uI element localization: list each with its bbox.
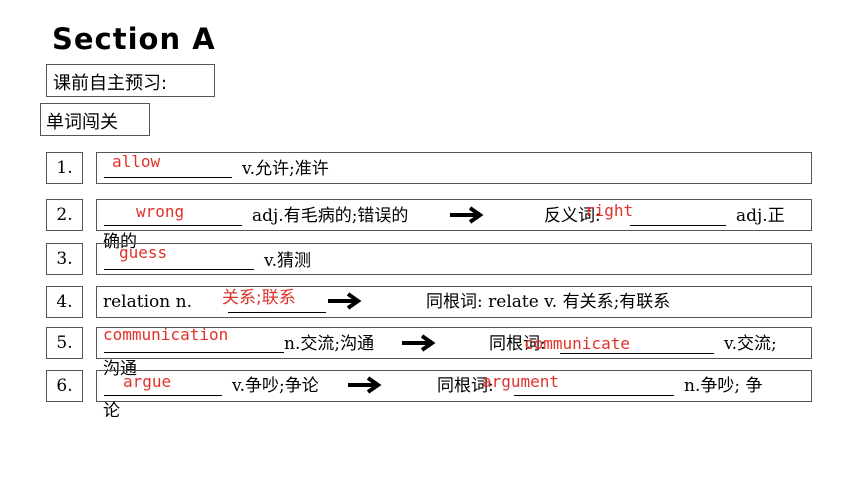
section-title: Section A	[52, 22, 216, 56]
answer-text: right	[585, 201, 634, 220]
answer-blank	[560, 335, 714, 354]
answer-text: argue	[123, 372, 172, 391]
item-number: 4.	[46, 286, 83, 318]
answer-blank	[228, 294, 326, 313]
vocab-label: 单词闯关	[40, 103, 150, 136]
related-label: 同根词:	[437, 376, 494, 396]
definition-text: adj.有毛病的;错误的	[252, 206, 409, 226]
word-text: relation n.	[103, 292, 192, 312]
related-word-text: 同根词: relate v. 有关系;有联系	[426, 292, 671, 312]
answer-blank	[104, 377, 222, 396]
vocab-row-5	[96, 327, 812, 359]
item-number: 5.	[46, 327, 83, 359]
item-number: 2.	[46, 199, 83, 231]
definition-text: v.猜测	[264, 251, 311, 271]
arrow-right-icon	[328, 292, 362, 310]
answer-blank	[104, 251, 254, 270]
definition-wrap: 确的	[103, 232, 137, 252]
definition-text: n.交流;沟通	[284, 334, 375, 354]
vocab-row-2	[96, 199, 812, 231]
definition-text: v.交流;	[724, 334, 777, 354]
answer-text: wrong	[136, 202, 185, 221]
answer-blank	[630, 207, 726, 226]
definition-wrap: 沟通	[103, 359, 137, 379]
definition-text: n.争吵; 争	[684, 376, 763, 396]
definition-text: adj.正	[736, 206, 785, 226]
item-number: 6.	[46, 370, 83, 402]
vocab-row-6	[96, 370, 812, 402]
arrow-right-icon	[402, 334, 436, 352]
vocab-row-3	[96, 243, 812, 275]
definition-text: v.争吵;争论	[232, 376, 319, 396]
antonym-label: 反义词:	[544, 206, 601, 226]
answer-text: communicate	[524, 334, 630, 353]
definition-wrap: 论	[103, 401, 120, 421]
answer-text: argument	[482, 372, 560, 391]
vocab-row-1	[96, 152, 812, 184]
arrow-right-icon	[348, 376, 382, 394]
answer-text: 关系;联系	[222, 288, 296, 308]
related-label: 同根词:	[489, 334, 546, 354]
answer-blank	[104, 334, 284, 353]
definition-text: v.允许;准许	[242, 159, 329, 179]
answer-blank	[104, 207, 242, 226]
item-number: 1.	[46, 152, 83, 184]
answer-text: allow	[112, 152, 161, 171]
answer-blank	[514, 377, 674, 396]
item-number: 3.	[46, 243, 83, 275]
preview-label: 课前自主预习:	[46, 64, 215, 97]
answer-text: guess	[119, 243, 168, 262]
arrow-right-icon	[450, 206, 484, 224]
answer-text: communication	[103, 325, 229, 344]
answer-blank	[104, 159, 232, 178]
vocab-row-4	[96, 286, 812, 318]
